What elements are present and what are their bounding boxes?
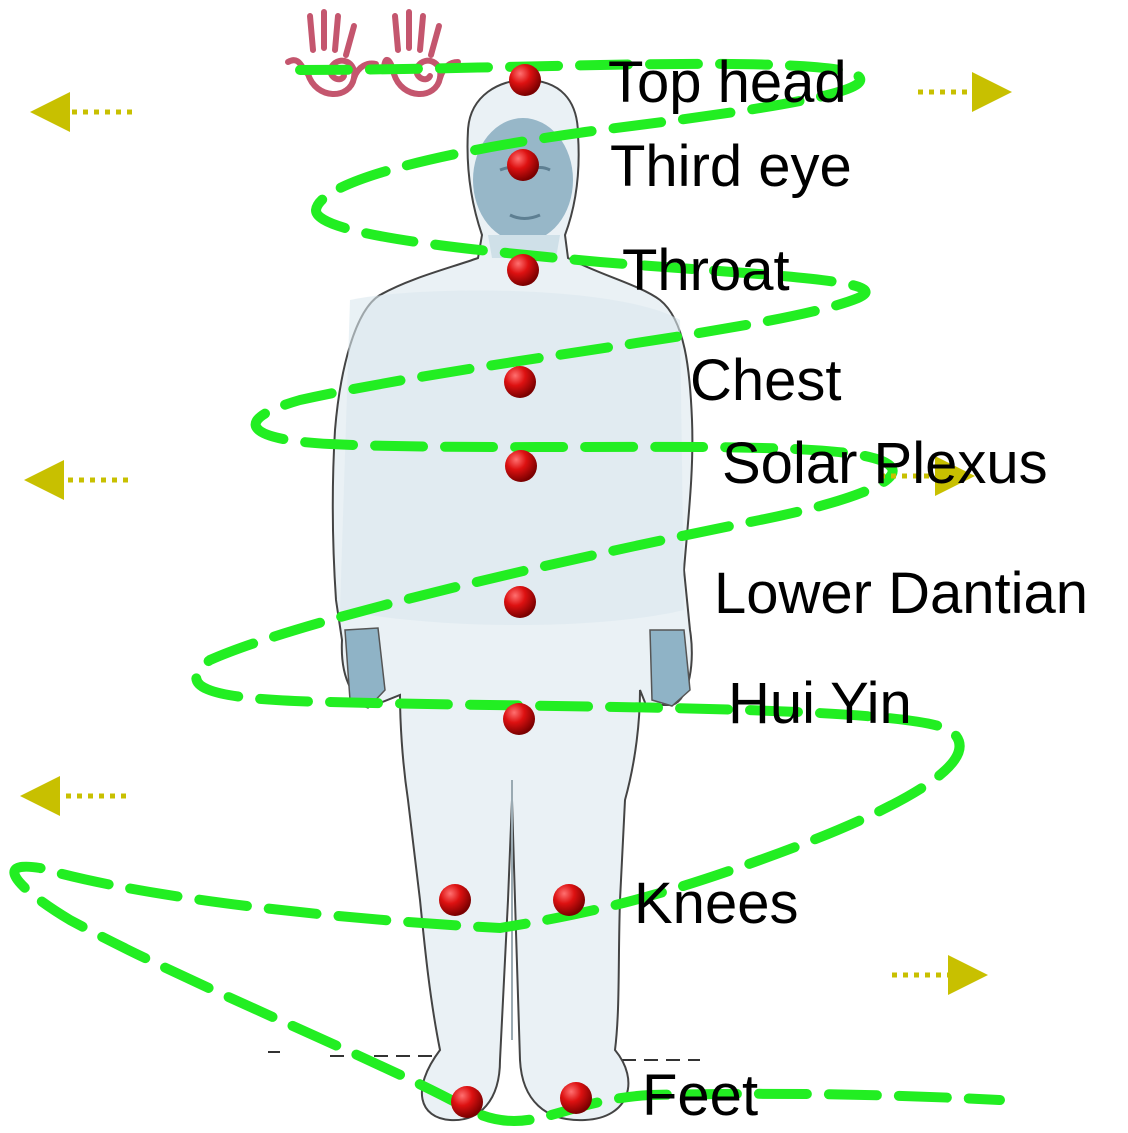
point-chest bbox=[504, 366, 536, 398]
label-hui-yin: Hui Yin bbox=[728, 675, 912, 733]
point-throat bbox=[507, 254, 539, 286]
point-third-eye bbox=[507, 149, 539, 181]
point-lower-dantian bbox=[504, 586, 536, 618]
label-knees: Knees bbox=[634, 875, 798, 933]
point-knee-left bbox=[439, 884, 471, 916]
label-third-eye: Third eye bbox=[610, 138, 852, 196]
right-hand-spiral-icon bbox=[384, 12, 458, 94]
label-feet: Feet bbox=[642, 1067, 758, 1125]
point-hui-yin bbox=[503, 703, 535, 735]
point-solar-plexus bbox=[505, 450, 537, 482]
point-knee-right bbox=[553, 884, 585, 916]
label-throat: Throat bbox=[622, 242, 790, 300]
left-hand bbox=[345, 628, 385, 708]
point-foot-right bbox=[560, 1082, 592, 1114]
right-hand bbox=[650, 630, 690, 706]
left-hand-spiral-icon bbox=[288, 12, 376, 94]
label-top-head: Top head bbox=[608, 54, 847, 112]
point-top-head bbox=[509, 64, 541, 96]
label-lower-dantian: Lower Dantian bbox=[714, 565, 1088, 623]
point-foot-left bbox=[451, 1086, 483, 1118]
healing-hands-icon bbox=[288, 12, 458, 94]
label-chest: Chest bbox=[690, 352, 842, 410]
label-solar-plexus: Solar Plexus bbox=[722, 435, 1048, 493]
